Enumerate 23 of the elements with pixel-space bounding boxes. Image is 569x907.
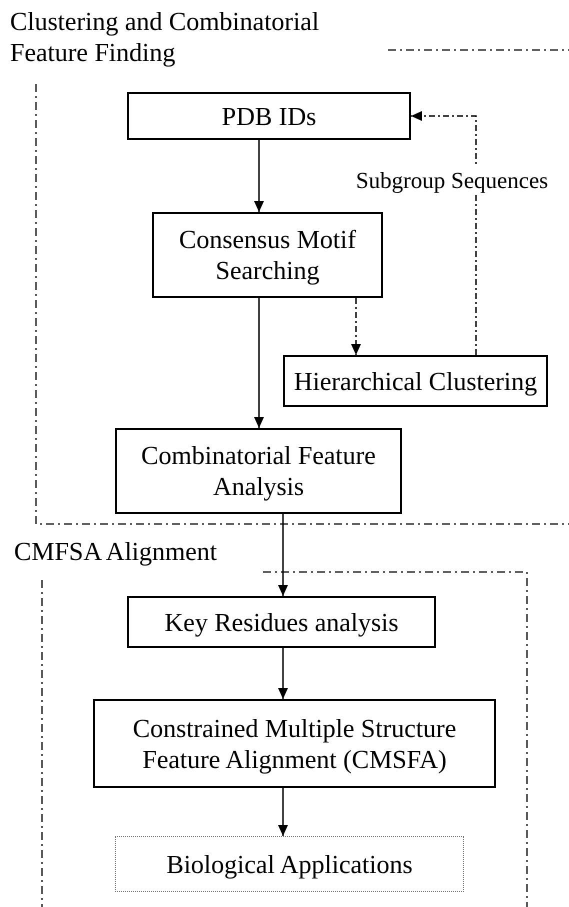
box-label: Biological Applications (166, 848, 413, 880)
arrow (278, 788, 288, 836)
arrow (254, 140, 264, 212)
box-label: PDB IDs (222, 100, 316, 132)
process-box (127, 92, 411, 140)
group-heading: CMFSA Alignment (14, 536, 218, 567)
process-box (115, 836, 464, 892)
process-box (152, 212, 383, 298)
process-box (127, 596, 436, 648)
arrow (278, 514, 288, 596)
group-heading: Clustering and Combinatorial Feature Finding (10, 6, 320, 68)
arrow (411, 111, 477, 355)
arrow (254, 298, 264, 428)
process-box (115, 428, 402, 514)
process-box (93, 699, 496, 788)
arrow (278, 648, 288, 699)
box-label: Constrained Multiple Structure Feature Alignment (CMSFA) (132, 712, 458, 774)
box-label: Key Residues analysis (164, 606, 398, 638)
arrow (351, 298, 361, 355)
box-label: Hierarchical Clustering (294, 366, 538, 396)
process-box (283, 355, 548, 407)
box-label: Consensus Motif Searching (178, 224, 357, 286)
box-label: Combinatorial Feature Analysis (140, 440, 377, 502)
